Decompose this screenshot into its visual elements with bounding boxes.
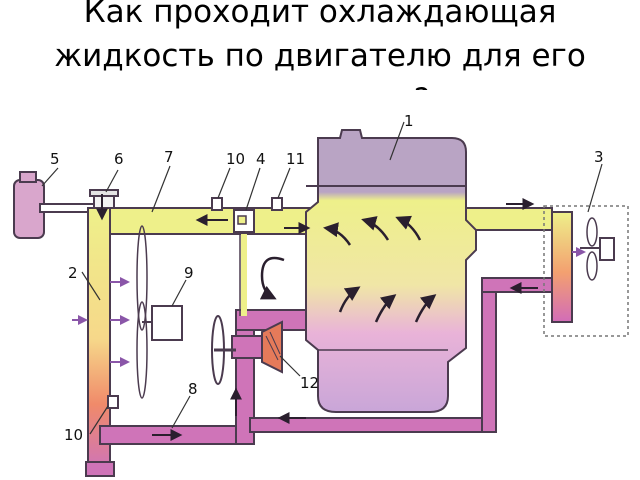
- label-11: 11: [286, 150, 305, 168]
- label-1: 1: [404, 112, 414, 130]
- flow-arrows: [96, 194, 538, 441]
- engine-block: [305, 129, 477, 413]
- pump-pulley: [211, 315, 236, 385]
- air-flow-arrows: [72, 247, 586, 367]
- label-6: 6: [114, 150, 124, 168]
- temperature-sensor-top: [211, 197, 223, 211]
- left-radiator: [85, 207, 115, 477]
- label-8: 8: [188, 380, 198, 398]
- label-9: 9: [184, 264, 194, 282]
- label-2: 2: [68, 264, 78, 282]
- leader-lines: [41, 121, 603, 435]
- thermostat: [233, 209, 255, 233]
- cooling-system-diagram: 1 2 3 4 5 6 7 8 9 10 11 10 12: [13, 112, 629, 477]
- label-3: 3: [594, 148, 604, 166]
- heater-radiator: [543, 205, 629, 337]
- temperature-sensor-right: [271, 197, 283, 211]
- engine-flow-arrows: [323, 215, 437, 323]
- label-4: 4: [256, 150, 266, 168]
- slide-title: Как проходит охлаждающая жидкость по дви…: [54, 0, 586, 90]
- drain-plug: [107, 395, 119, 409]
- radiator-cap: [89, 189, 119, 209]
- label-5: 5: [50, 150, 60, 168]
- label-12: 12: [300, 374, 319, 392]
- circulation-arrow: [259, 256, 285, 300]
- expansion-tank: [13, 171, 97, 239]
- cooling-fan: [136, 225, 183, 399]
- water-pump: [231, 320, 283, 374]
- label-7: 7: [164, 148, 174, 166]
- label-10-bottom: 10: [64, 426, 83, 444]
- label-10-top: 10: [226, 150, 245, 168]
